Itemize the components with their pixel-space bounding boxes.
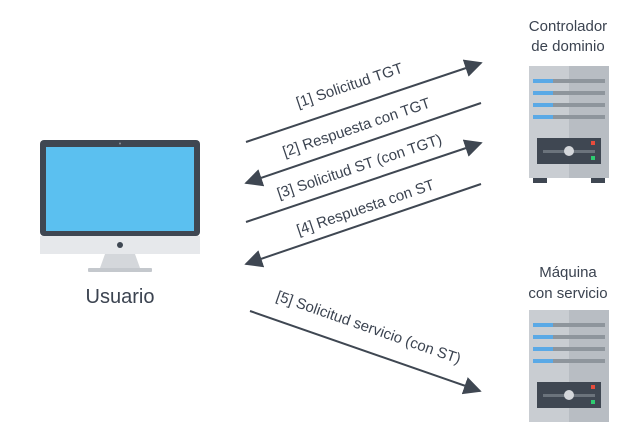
server-tower-icon: [529, 310, 609, 422]
arrow-4: [244, 183, 482, 268]
desktop-monitor-icon: [40, 140, 200, 272]
arrow-3: [245, 139, 483, 223]
user-label: Usuario: [86, 286, 155, 308]
arrow-2: [244, 102, 482, 187]
arrow-1: [245, 59, 483, 143]
svc-label-line2: con servicio: [528, 285, 607, 302]
dc-label-line1: Controlador: [529, 18, 607, 35]
arrow-5: [249, 310, 482, 395]
svc-label-line1: Máquina: [539, 264, 597, 281]
server-tower-icon: [529, 66, 609, 183]
message-label-5: [5] Solicitud servicio (con ST): [274, 288, 463, 368]
message-label-1: [1] Solicitud TGT: [294, 60, 405, 112]
dc-label-line2: de dominio: [531, 38, 604, 55]
